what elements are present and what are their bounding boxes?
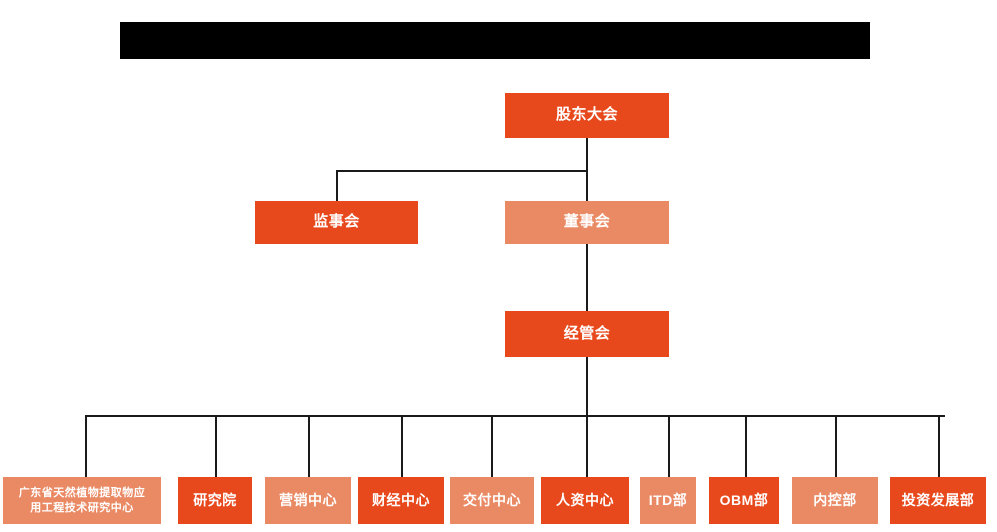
node-research-center[interactable]: 广东省天然植物提取物应 用工程技术研究中心 (3, 477, 161, 524)
connector-drop-delivery-center (491, 415, 493, 477)
connector-drop-institute (215, 415, 217, 477)
connector-drop-finance-center (401, 415, 403, 477)
connector-directors-drop (586, 170, 588, 201)
node-marketing-center-label: 营销中心 (279, 491, 337, 508)
node-marketing-center[interactable]: 营销中心 (265, 477, 351, 524)
node-obm-dept[interactable]: OBM部 (709, 477, 779, 524)
node-management-label: 经管会 (563, 324, 611, 342)
node-internal-control-dept-label: 内控部 (813, 491, 857, 508)
connector-supervisors-drop (336, 170, 338, 201)
node-investment-development-dept[interactable]: 投资发展部 (890, 477, 986, 524)
node-shareholders-label: 股东大会 (555, 106, 618, 124)
connector-departments-bus (85, 415, 945, 417)
redacted-title-bar (120, 22, 870, 59)
node-delivery-center[interactable]: 交付中心 (450, 477, 534, 524)
node-finance-center-label: 财经中心 (372, 491, 430, 508)
connector-drop-research-center (85, 415, 87, 477)
connector-management-down (586, 357, 588, 416)
node-supervisors[interactable]: 监事会 (255, 201, 418, 244)
connector-level2-bus (336, 170, 588, 172)
node-investment-development-dept-label: 投资发展部 (901, 491, 975, 508)
node-institute[interactable]: 研究院 (178, 477, 252, 524)
node-research-center-label: 广东省天然植物提取物应 用工程技术研究中心 (18, 486, 146, 514)
node-obm-dept-label: OBM部 (719, 491, 769, 508)
connector-directors-management (586, 243, 588, 311)
node-management[interactable]: 经管会 (505, 311, 669, 357)
node-hr-center[interactable]: 人资中心 (541, 477, 629, 524)
node-directors-label: 董事会 (563, 213, 611, 231)
connector-drop-itd-dept (668, 415, 670, 477)
connector-drop-internal-control-dept (835, 415, 837, 477)
node-shareholders[interactable]: 股东大会 (505, 93, 669, 138)
node-directors[interactable]: 董事会 (505, 201, 669, 244)
connector-shareholders-down (586, 138, 588, 172)
node-delivery-center-label: 交付中心 (463, 491, 521, 508)
node-internal-control-dept[interactable]: 内控部 (792, 477, 878, 524)
connector-drop-hr-center (586, 415, 588, 477)
node-supervisors-label: 监事会 (313, 213, 360, 231)
connector-drop-marketing-center (308, 415, 310, 477)
connector-drop-investment-development-dept (938, 415, 940, 477)
node-finance-center[interactable]: 财经中心 (358, 477, 444, 524)
node-itd-dept[interactable]: ITD部 (640, 477, 696, 524)
connector-drop-obm-dept (745, 415, 747, 477)
node-institute-label: 研究院 (193, 491, 237, 508)
node-itd-dept-label: ITD部 (648, 491, 688, 508)
node-hr-center-label: 人资中心 (556, 491, 614, 508)
